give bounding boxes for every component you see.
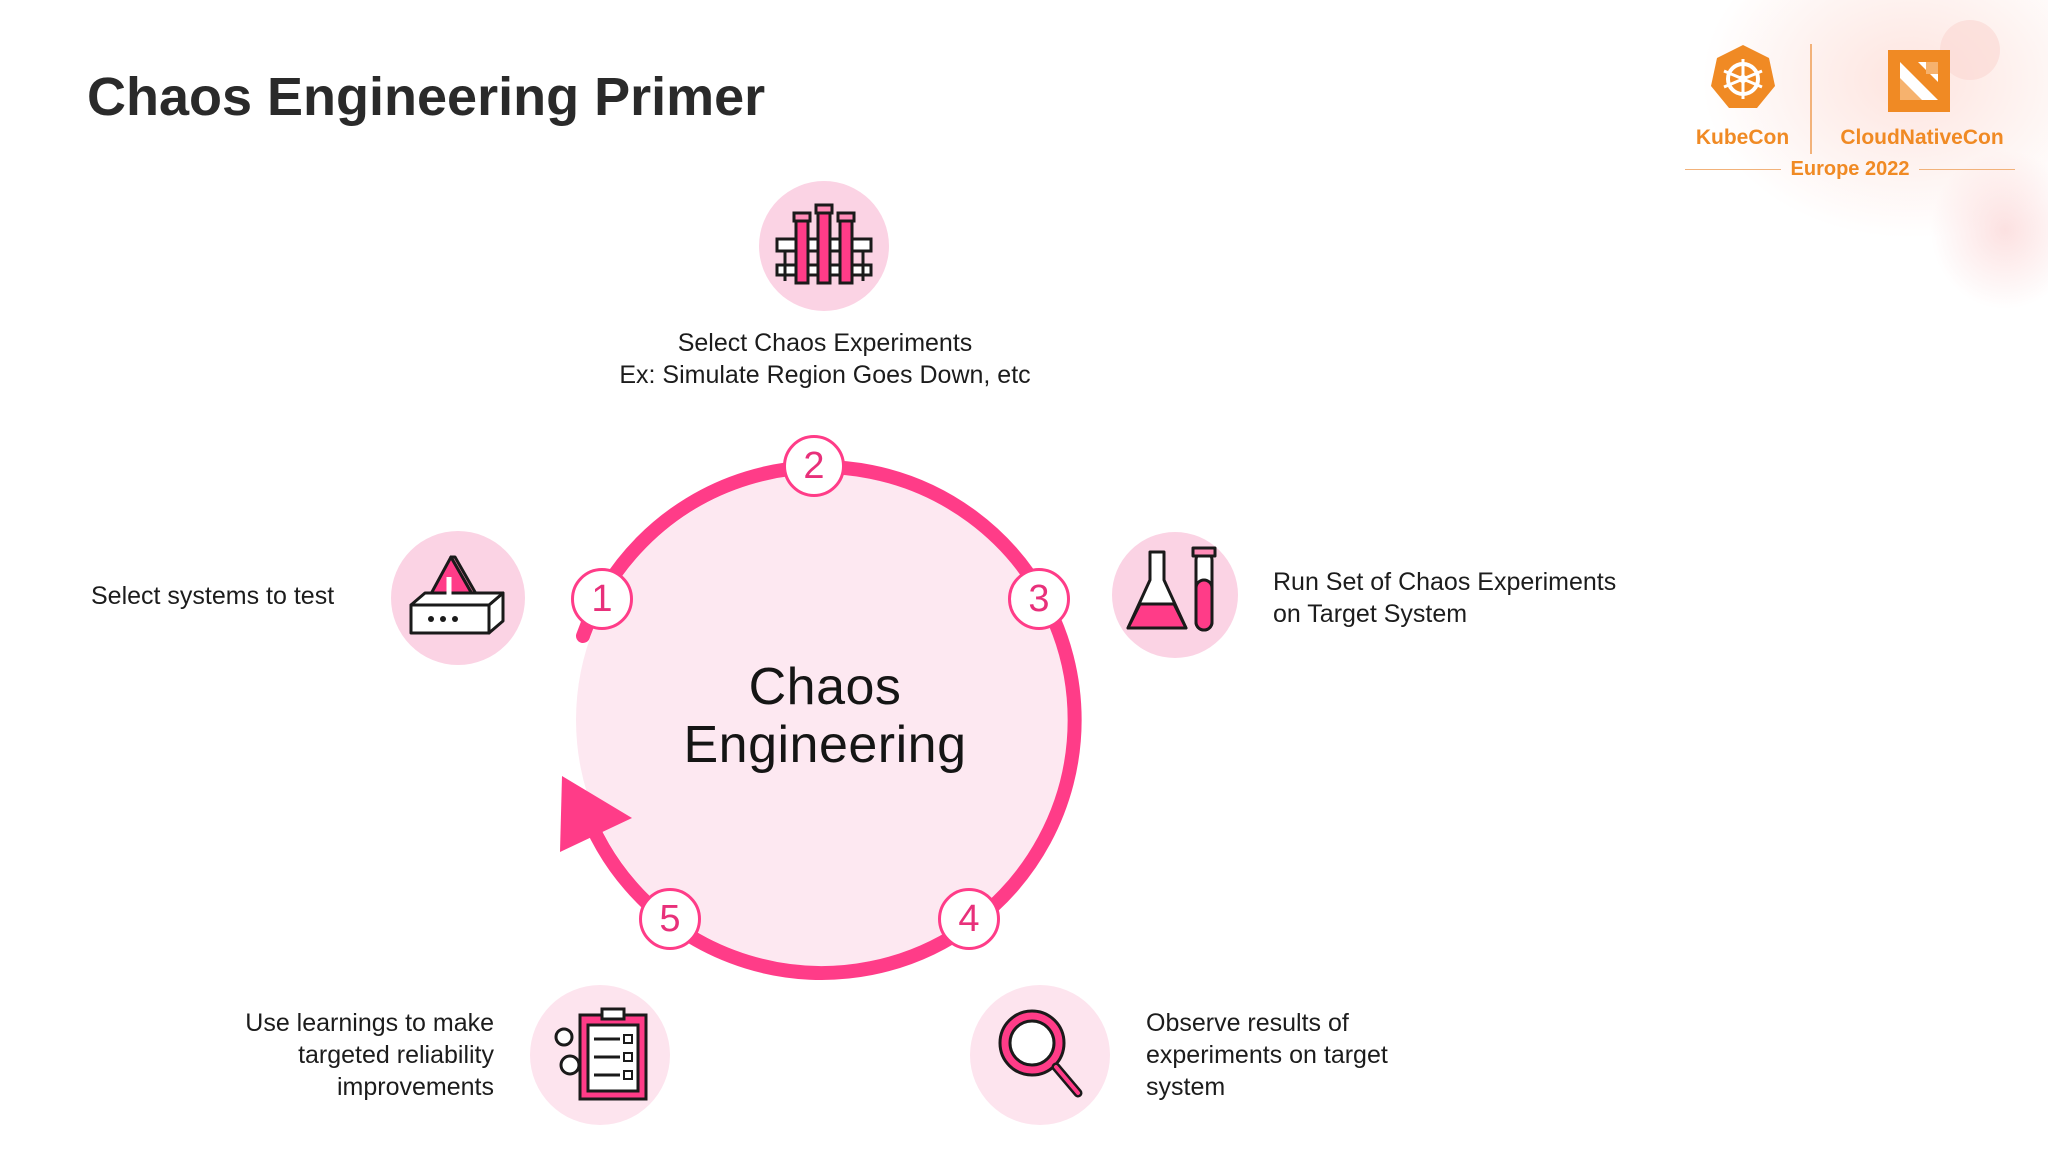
step-label-line: experiments on target: [1146, 1041, 1388, 1069]
step-number-1: 1: [571, 568, 633, 630]
step-1-label: Select systems to test: [91, 580, 391, 612]
kubecon-label: KubeCon: [1695, 126, 1790, 149]
slide-title: Chaos Engineering Primer: [87, 67, 766, 127]
center-line: Engineering: [683, 716, 967, 774]
step-1-icon-bubble: [391, 531, 525, 665]
magnifier-icon: [998, 1009, 1083, 1098]
step-3-label: Run Set of Chaos Experiments on Target S…: [1273, 566, 1673, 630]
logo-rule: [1919, 169, 2016, 170]
step-label-line: Use learnings to make: [245, 1009, 494, 1037]
logo-divider: [1810, 44, 1812, 154]
step-5-label: Use learnings to make targeted reliabili…: [194, 1007, 494, 1103]
step-label-line: on Target System: [1273, 600, 1468, 628]
step-5-icon-bubble: [530, 985, 670, 1125]
edition-label: Europe 2022: [1790, 158, 1910, 180]
decor-blob: [1930, 150, 2048, 310]
step-label-line: Ex: Simulate Region Goes Down, etc: [619, 361, 1031, 389]
cloudnativecon-icon: [1888, 50, 1950, 112]
test-tube-rack-icon: [775, 203, 873, 285]
cycle-center-disc: [576, 474, 1068, 966]
edition-row: Europe 2022: [1685, 158, 2016, 181]
step-label-line: targeted reliability: [298, 1041, 494, 1069]
event-logo: KubeCon CloudNativeCon Europe 2022: [1680, 36, 2020, 196]
step-2-label: Select Chaos Experiments Ex: Simulate Re…: [560, 327, 1090, 391]
step-label-line: Select Chaos Experiments: [677, 329, 973, 357]
step-label-line: Select systems to test: [91, 582, 335, 610]
step-label-line: Observe results of: [1146, 1009, 1349, 1037]
warning-box-icon: [409, 555, 505, 635]
cycle-center-label: Chaos Engineering: [630, 658, 1020, 774]
step-4-label: Observe results of experiments on target…: [1146, 1007, 1476, 1103]
step-number-2: 2: [783, 435, 845, 497]
step-4-icon-bubble: [970, 985, 1110, 1125]
cycle-ring: [576, 460, 1082, 980]
flask-and-tube-icon: [1126, 546, 1217, 632]
step-number-5: 5: [639, 888, 701, 950]
step-number-3: 3: [1008, 568, 1070, 630]
kubecon-icon: [1711, 45, 1775, 108]
checklist-gears-icon: [554, 1007, 648, 1101]
cycle-arrow-head: [560, 776, 632, 852]
step-label-line: improvements: [337, 1073, 494, 1101]
step-3-icon-bubble: [1112, 532, 1238, 658]
center-line: Chaos: [748, 658, 902, 716]
cloudnativecon-label: CloudNativeCon: [1840, 126, 2004, 149]
logo-rule: [1685, 169, 1781, 170]
step-number-4: 4: [938, 888, 1000, 950]
step-2-icon-bubble: [759, 181, 889, 311]
step-label-line: Run Set of Chaos Experiments: [1273, 568, 1617, 596]
step-label-line: system: [1146, 1073, 1226, 1101]
